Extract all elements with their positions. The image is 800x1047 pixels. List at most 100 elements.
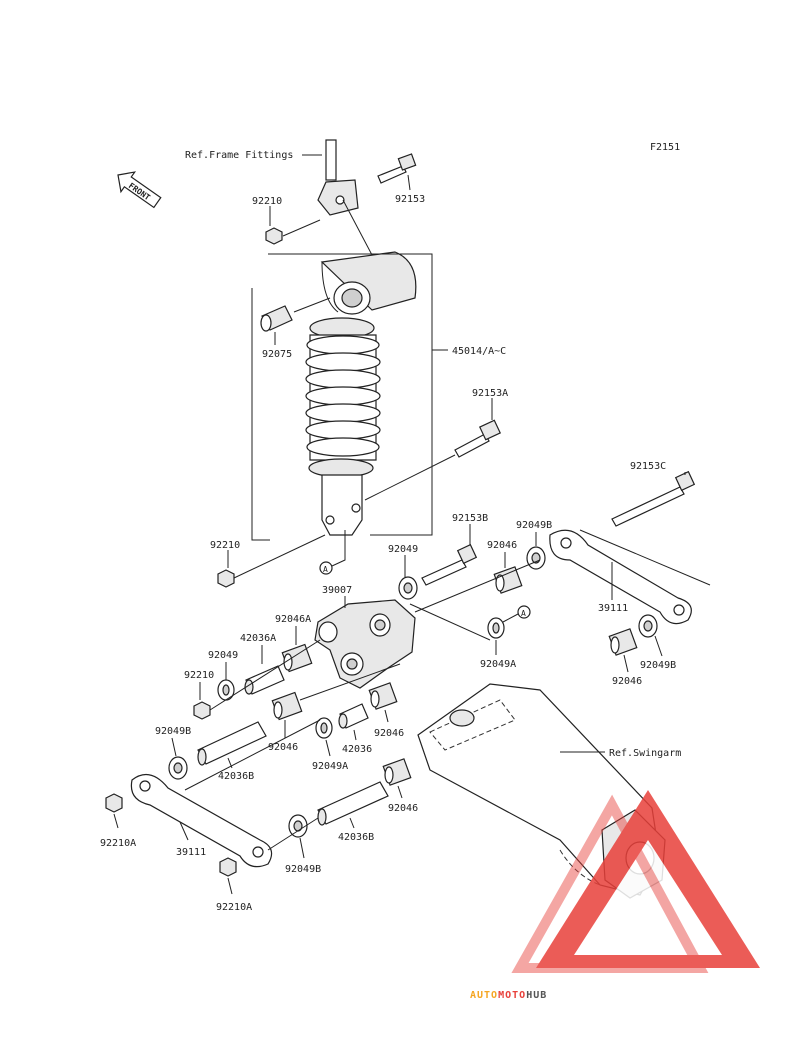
watermark-part-moto: MOTO [498,990,526,1001]
leader-39111-left [179,821,189,841]
bolt-92153 [377,153,417,184]
collar-42036 [338,703,369,729]
label-92049B-left: 92049B [155,726,191,737]
label-92210-left: 92210 [184,670,214,681]
label-39111-left: 39111 [176,847,206,858]
label-92049A-mid: 92049A [312,761,348,772]
washer-92049B-left [168,756,188,780]
label-92153B: 92153B [452,513,488,524]
tie-rod-39111-left [130,773,273,868]
axis-39111-right [579,529,711,586]
tie-rod-39111-right [549,529,692,625]
leader-92210A-left [113,813,119,829]
label-92049-mid: 92049 [388,544,418,555]
label-92046-top: 92046 [487,540,517,551]
axis-rocker-upper2 [414,559,541,613]
washer-92049A-right [487,617,505,639]
label-92046-low: 92046 [388,803,418,814]
label-92153C: 92153C [630,461,666,472]
leader-92049B-right [654,635,663,657]
bearing-92046-mid2 [368,682,398,710]
label-45014: 45014/A~C [452,346,506,357]
label-92046-right: 92046 [612,676,642,687]
leader-92210A-bottom [227,877,233,895]
figure-code: F2151 [650,142,680,153]
leader-92153 [407,174,411,191]
shock-absorber-45014 [305,251,417,536]
washer-92049B-top [526,546,546,570]
nut-92210A-left [105,793,123,813]
label-92049B-right: 92049B [640,660,676,671]
label-39111-right: 39111 [598,603,628,614]
leader-callout-a-left [331,530,346,567]
nut-92210-top [265,227,283,245]
callout-a-right [517,605,531,619]
leader-92049A-mid [325,739,331,757]
washer-92049B-right [638,614,658,638]
nut-92210A-bottom [219,857,237,877]
label-92049A-right: 92049A [480,659,516,670]
label-92075: 92075 [262,349,292,360]
bracket-45014-left [251,288,270,541]
label-42036B-left: 42036B [218,771,254,782]
ref-swingarm: Ref.Swingarm [609,748,681,759]
label-92210A-left: 92210A [100,838,136,849]
bearing-92046-right [608,628,638,656]
rocker-arm-39007 [314,599,416,689]
axis-92210-mid [233,534,326,579]
collar-42036B-low [317,781,389,826]
watermark-part-hub: HUB [526,990,547,1001]
front-arrow-icon: FRONT [117,171,162,209]
label-92153A: 92153A [472,388,508,399]
label-42036: 42036 [342,744,372,755]
label-92049B-top: 92049B [516,520,552,531]
automotohub-watermark: AUTOMOTOHUB [470,790,760,1001]
label-42036A: 42036A [240,633,276,644]
bearing-92046-low [382,758,412,786]
label-92046-mid2: 92046 [374,728,404,739]
callout-a-right-label: A [521,609,526,618]
ref-frame-fittings: Ref.Frame Fittings [185,150,293,161]
collar-42036B-left [197,721,267,766]
leader-92049B-left [171,737,177,757]
label-92046A: 92046A [275,614,311,625]
leader-42036B-low [349,817,355,829]
leader-92210-top-axis [282,219,321,237]
label-92210-top: 92210 [252,196,282,207]
callout-a-left [319,561,333,575]
leader-92046-mid2 [384,709,389,723]
label-42036B-low: 42036B [338,832,374,843]
axis-rocker-upper [409,603,491,641]
watermark-text: AUTOMOTOHUB [470,990,547,1001]
label-92153: 92153 [395,194,425,205]
axis-left-upper [184,719,321,791]
collar-42036A [244,665,285,695]
washer-92049-left [217,679,235,701]
bolt-92153B [421,543,478,586]
label-92049-left: 92049 [208,650,238,661]
label-92210-mid: 92210 [210,540,240,551]
watermark-part-auto: AUTO [470,990,498,1001]
axis-mid-lower [299,663,401,701]
leader-92046-right [623,654,629,673]
washer-92049B-bottom [288,814,308,838]
axis-92153A [364,454,456,501]
leader-callout-a-right [502,613,519,623]
axis-bottom-link [267,817,319,851]
bearing-92046-top [493,566,523,594]
washer-92049-mid [398,576,418,600]
bracket-45014-right [268,253,433,536]
nut-92210-mid [217,569,235,588]
label-39007: 39007 [322,585,352,596]
axis-upper-mount [342,199,373,256]
axis-left-pivot [209,639,321,711]
watermark-triangle-icon [511,790,760,973]
bushing-92075 [260,305,293,332]
bolt-92153A [454,419,502,458]
label-92210A-bottom: 92210A [216,902,252,913]
leader-92046-low [397,785,403,799]
label-92046-mid1: 92046 [268,742,298,753]
upper-mount-bracket [317,139,359,216]
axis-92075 [293,297,331,313]
